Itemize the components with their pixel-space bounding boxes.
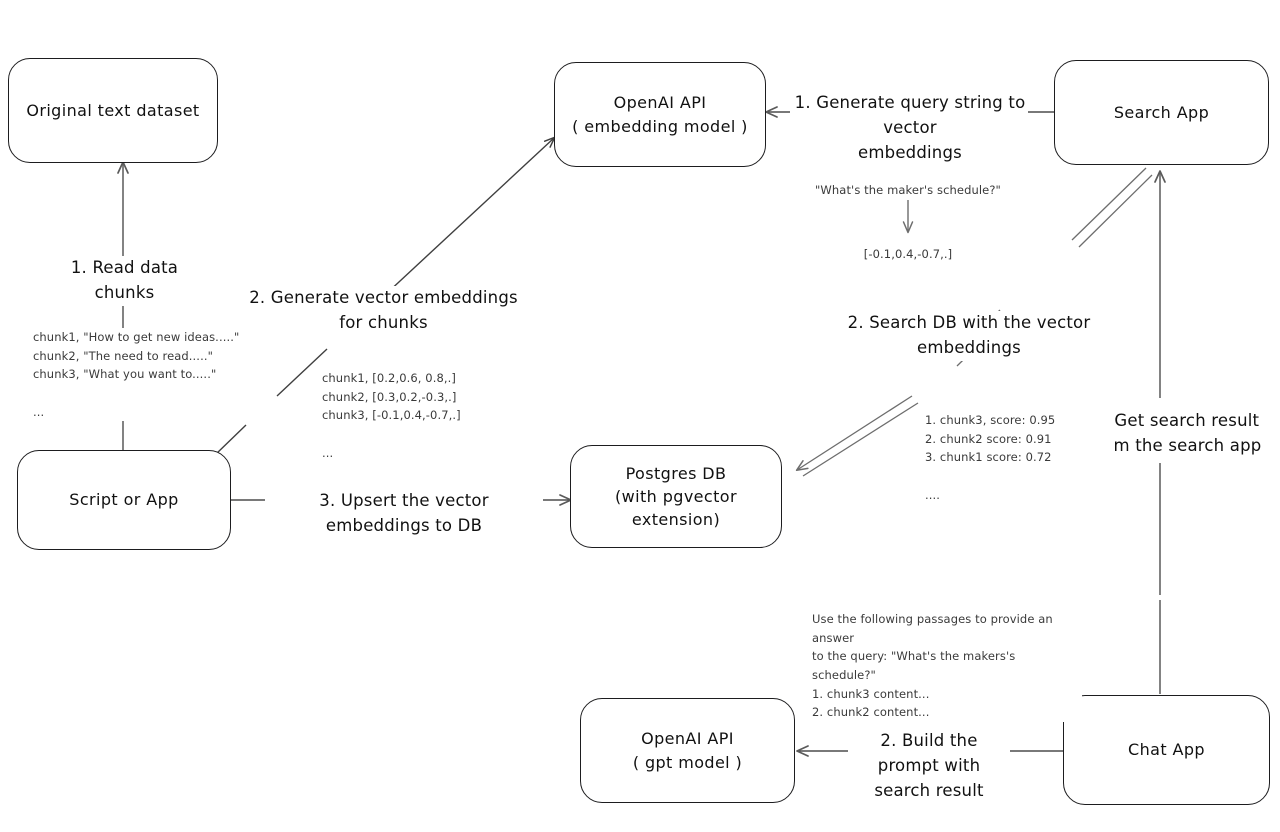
note-source-chunks: chunk1, "How to get new ideas....." chun…	[33, 328, 253, 422]
note-prompt-text: Use the following passages to provide an…	[812, 610, 1082, 722]
node-openai-embedding[interactable]: OpenAI API ( embedding model )	[554, 62, 766, 167]
node-sublabel: ( embedding model )	[572, 116, 748, 136]
node-search-app[interactable]: Search App	[1054, 60, 1269, 165]
edge-label-generate-vector-embeddings: 2. Generate vector embeddings for chunks	[236, 286, 531, 336]
note-query-embedding: [-0.1,0.4,-0.7,.]	[838, 245, 978, 264]
edge-label-upsert-to-db: 3. Upsert the vector embeddings to DB	[265, 489, 543, 539]
edge-label-build-prompt: 2. Build the prompt with search result	[848, 729, 1010, 804]
node-label: Script or App	[69, 490, 179, 510]
note-chunk-embeddings: chunk1, [0.2,0.6, 0.8,.] chunk2, [0.3,0.…	[322, 369, 522, 463]
node-label: Postgres DB	[625, 463, 727, 483]
node-label: Chat App	[1128, 740, 1205, 760]
edge-label-search-db: 2. Search DB with the vector embeddings	[825, 311, 1113, 361]
note-query-string: "What's the maker's schedule?"	[810, 181, 1006, 200]
node-label: Original text dataset	[26, 100, 200, 120]
node-sublabel: (with pgvector extension)	[615, 486, 737, 530]
edge-label-read-data-chunks: 1. Read data chunks	[52, 256, 197, 306]
node-label: OpenAI API	[613, 93, 707, 113]
node-openai-gpt[interactable]: OpenAI API ( gpt model )	[580, 698, 795, 803]
node-label: Search App	[1113, 102, 1210, 122]
node-original-text-dataset[interactable]: Original text dataset	[8, 58, 218, 163]
node-sublabel: ( gpt model )	[632, 752, 743, 772]
node-script-or-app[interactable]: Script or App	[17, 450, 231, 550]
node-postgres-db[interactable]: Postgres DB (with pgvector extension)	[570, 445, 782, 548]
edge-label-get-search-result: 1. Get search result from the search app	[1090, 409, 1262, 459]
node-label: OpenAI API	[641, 729, 734, 749]
edge-label-generate-query-string: 1. Generate query string to vector embed…	[792, 91, 1028, 166]
note-search-results: 1. chunk3, score: 0.95 2. chunk2 score: …	[925, 411, 1115, 505]
node-chat-app[interactable]: Chat App	[1063, 695, 1270, 805]
